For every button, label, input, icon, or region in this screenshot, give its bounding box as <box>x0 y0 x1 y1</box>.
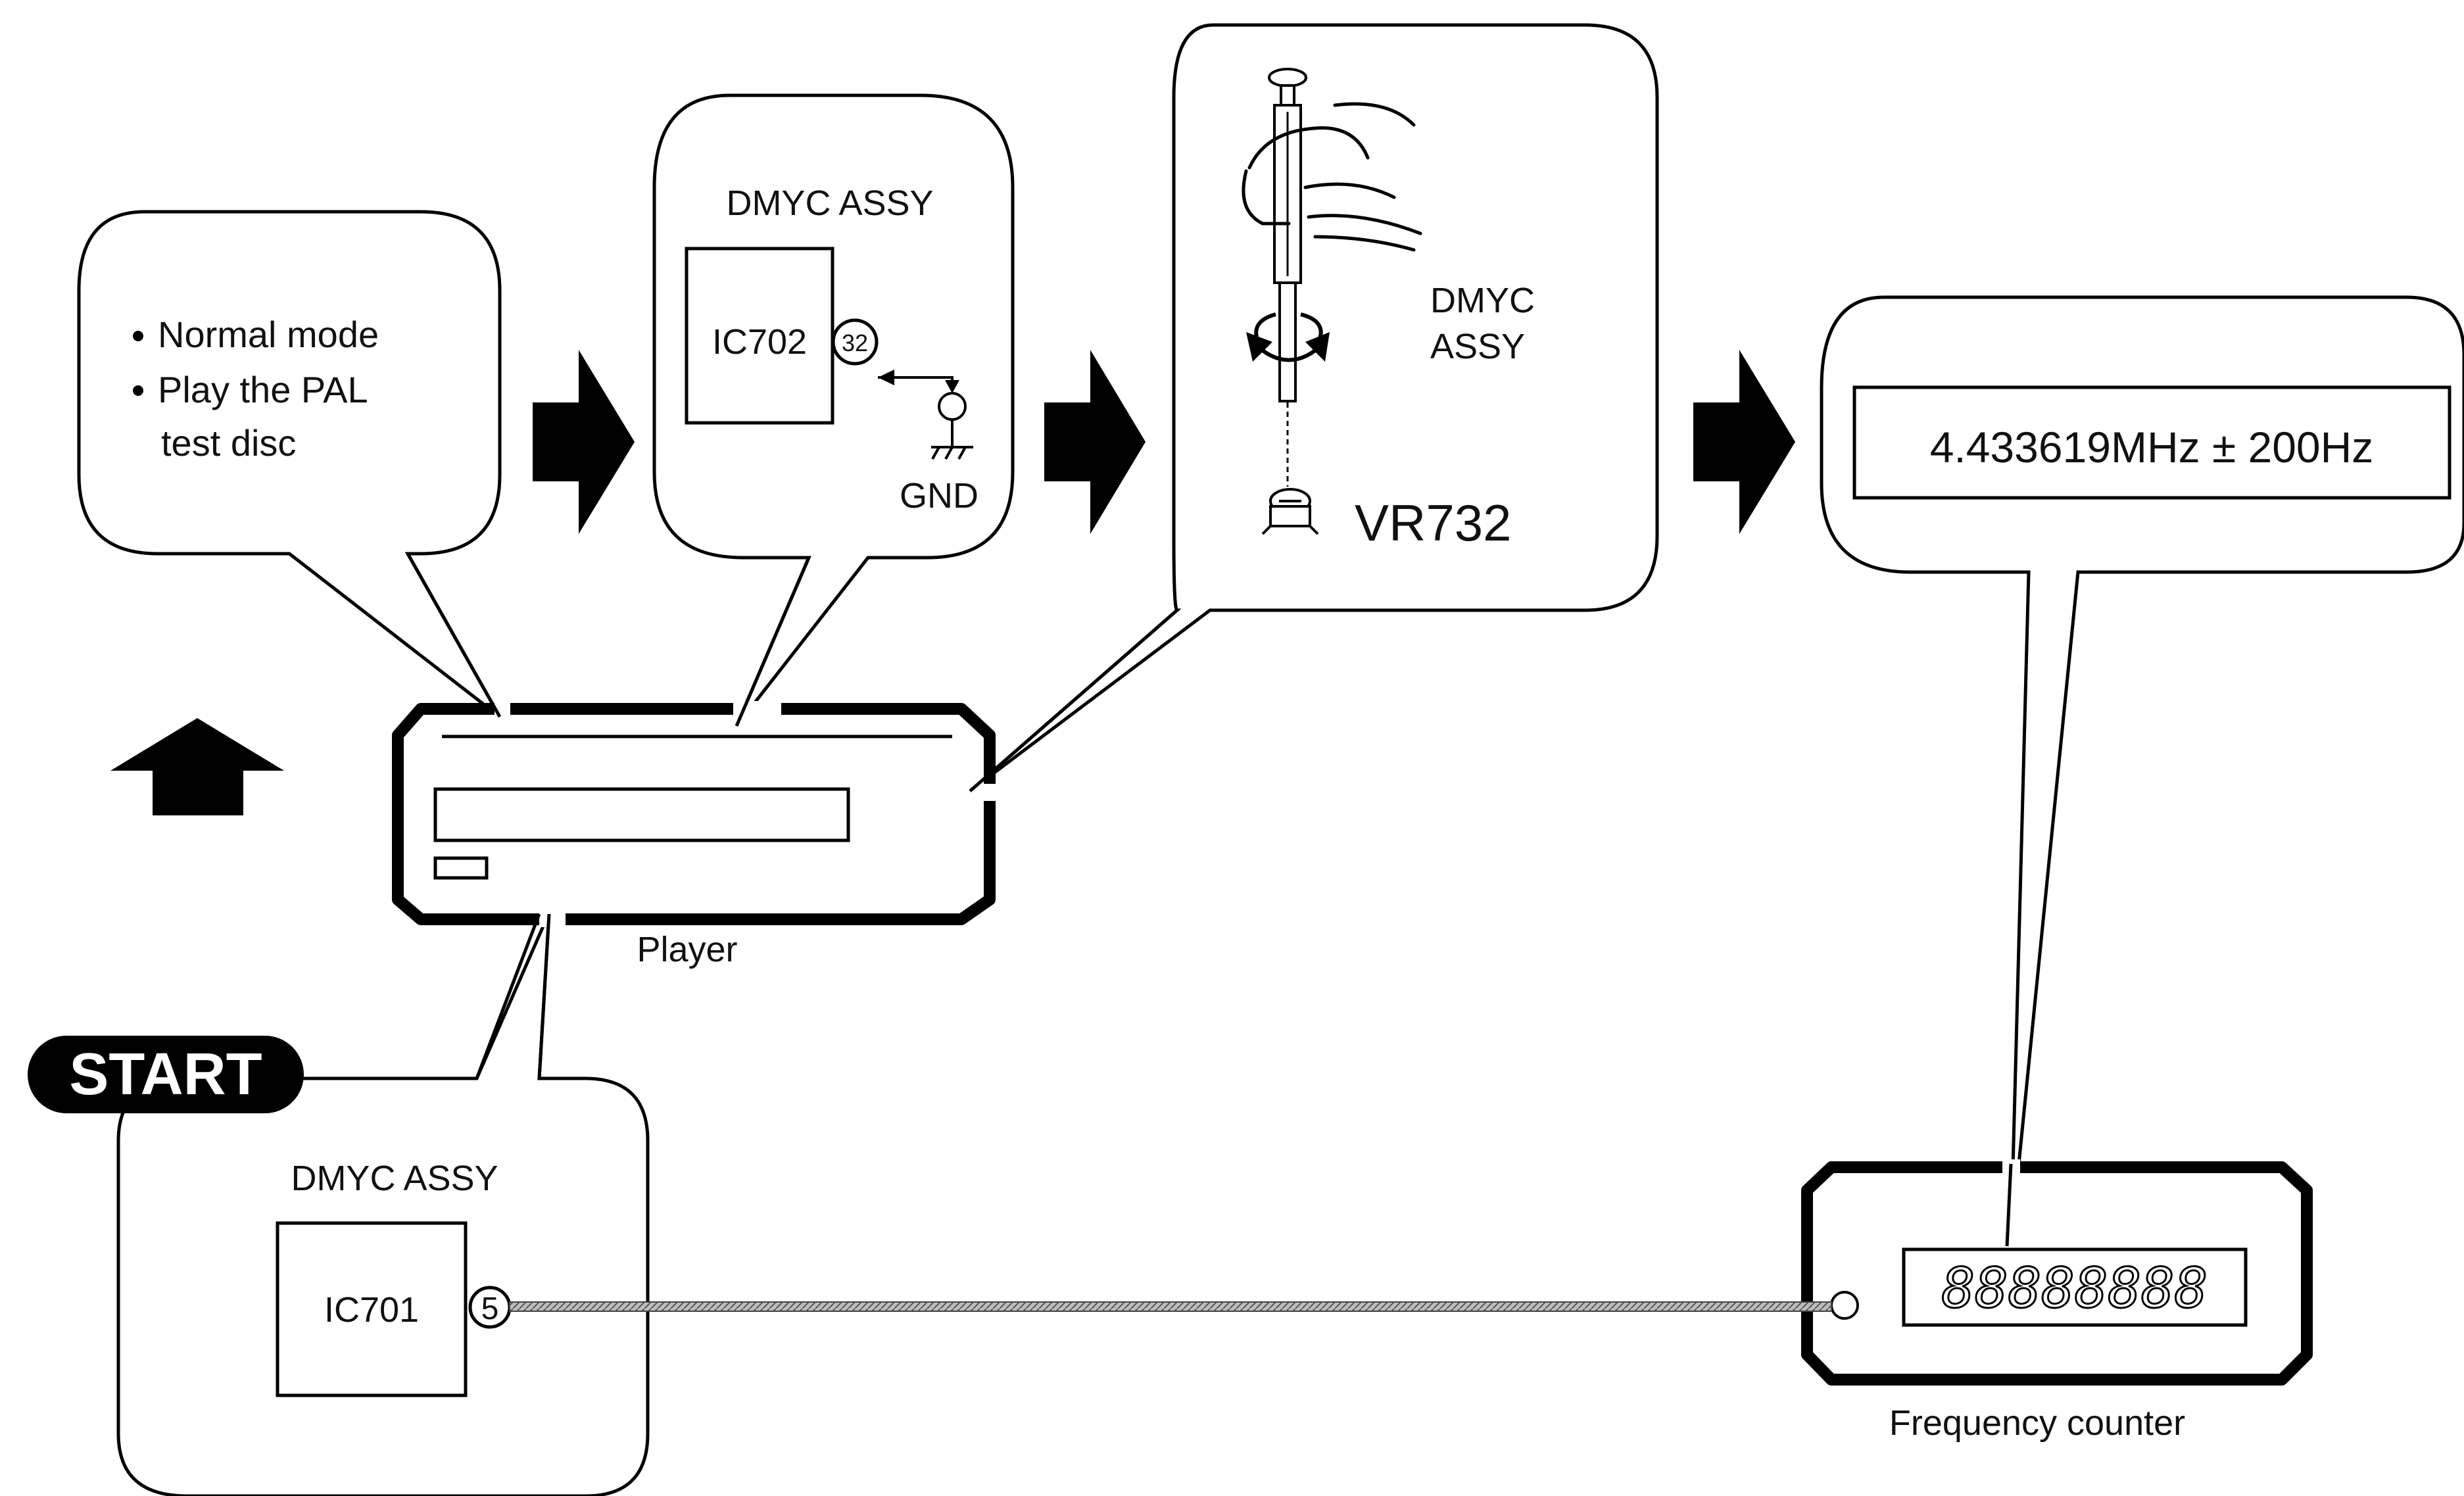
start-label: START <box>69 1042 262 1107</box>
player-device: Player <box>392 703 996 969</box>
flow-arrow-icon <box>1693 350 1795 534</box>
return-arrow-icon <box>110 718 284 815</box>
spec-box <box>1852 385 2452 500</box>
conditions-bubble: Normal mode Play the PAL test disc <box>77 210 502 718</box>
start-badge: START <box>28 1036 304 1113</box>
component-label: VR732 <box>1355 494 1512 552</box>
ic-label: IC701 <box>324 1290 419 1330</box>
pin-marker <box>831 318 879 366</box>
ic-label: IC702 <box>712 322 807 362</box>
condition-item: Normal mode <box>158 314 379 355</box>
board-title: DMYC ASSY <box>726 183 933 223</box>
pin-number: 32 <box>842 329 868 356</box>
condition-item: Play the PAL <box>158 369 368 410</box>
pin-number: 5 <box>481 1291 499 1326</box>
board-title: ASSY <box>1430 327 1525 366</box>
arrowhead-icon <box>1305 332 1330 362</box>
flow-arrow-icon <box>1044 350 1146 534</box>
spec-value: 4.433619MHz ± 200Hz <box>1930 423 2374 471</box>
disc-tray <box>433 787 850 842</box>
hand-icon <box>1242 102 1422 252</box>
signal-cable <box>509 1301 1832 1312</box>
counter-display <box>1902 1247 2248 1327</box>
frequency-counter-device: 88888888 Frequency counter <box>1801 1161 2313 1443</box>
spec-bubble: 4.433619MHz ± 200Hz <box>1820 295 2464 1243</box>
ground-label: GND <box>900 476 978 516</box>
flow-arrow-icon <box>533 350 635 534</box>
adjust-bubble: DMYC ASSY VR732 <box>969 23 1659 792</box>
ic-chip <box>685 247 834 425</box>
device-label: Player <box>637 930 737 969</box>
device-label: Frequency counter <box>1889 1403 2185 1443</box>
condition-item: test disc <box>161 422 296 464</box>
board-title: DMYC ASSY <box>291 1159 498 1198</box>
input-jack <box>1830 1291 1859 1320</box>
test-point <box>938 392 967 421</box>
arrowhead-icon <box>945 380 959 393</box>
ic-chip <box>276 1221 468 1397</box>
short-pin-bubble: DMYC ASSY IC702 32 GND <box>652 93 1015 727</box>
bullet-icon <box>133 385 143 396</box>
arrowhead-icon <box>1246 332 1272 362</box>
ground-icon <box>931 420 973 460</box>
start-bubble: DMYC ASSY IC701 5 <box>116 911 650 1496</box>
display-digits: 88888888 <box>1942 1256 2208 1320</box>
potentiometer-icon <box>1261 488 1319 535</box>
arrowhead-icon <box>878 370 894 385</box>
board-title: DMYC <box>1430 281 1535 320</box>
bullet-icon <box>133 331 143 341</box>
power-button <box>433 856 489 880</box>
